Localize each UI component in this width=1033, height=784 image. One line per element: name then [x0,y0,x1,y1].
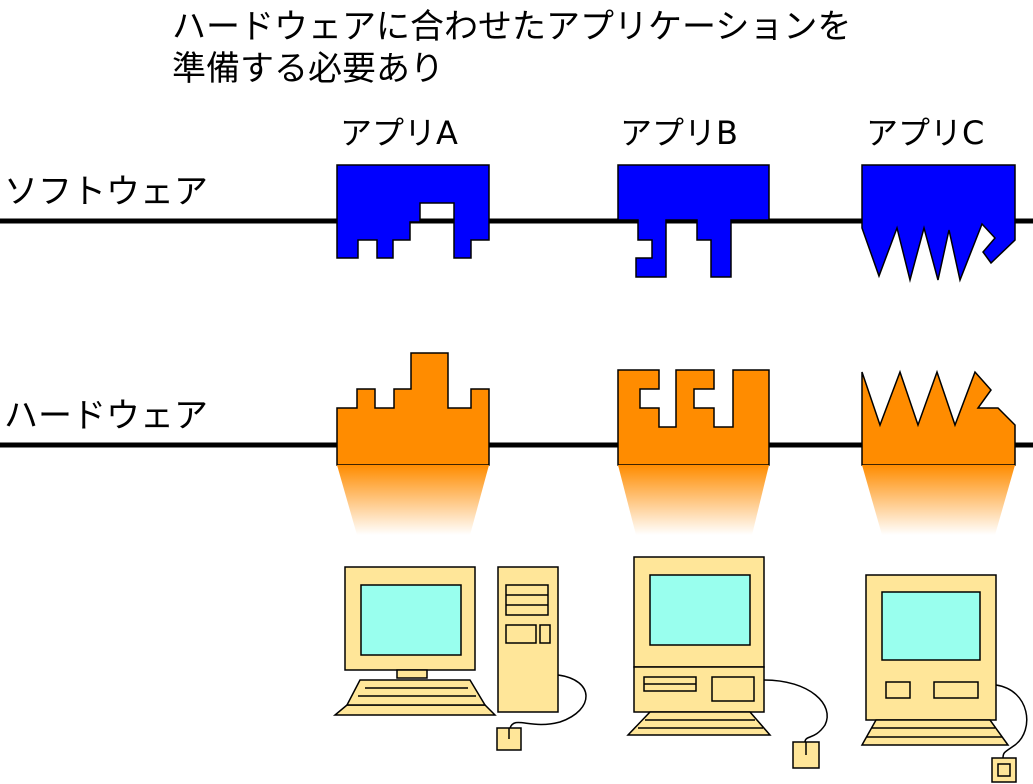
title-line-1: ハードウェアに合わせたアプリケーションを [172,7,851,47]
beam-a [337,465,489,535]
hardware-shape-b [617,369,770,466]
beam-c [862,465,1015,535]
app-a-label: アプリA [340,114,458,152]
software-label: ソフトウェア [4,172,208,212]
desktop-tower-computer-icon [332,566,587,751]
software-shape-a [336,164,490,259]
hardware-label: ハードウェア [4,396,208,436]
hardware-shape-a [336,352,490,466]
desktop-computer-icon [626,556,828,769]
software-shape-b [617,164,770,278]
title-line-2: 準備する必要あり [172,49,444,89]
app-b-label: アプリB [620,114,738,152]
hardware-shape-c [861,369,1016,466]
software-shape-c [861,164,1016,283]
all-in-one-computer-icon [860,574,1028,783]
app-c-label: アプリC [866,114,984,152]
beam-b [618,465,769,535]
